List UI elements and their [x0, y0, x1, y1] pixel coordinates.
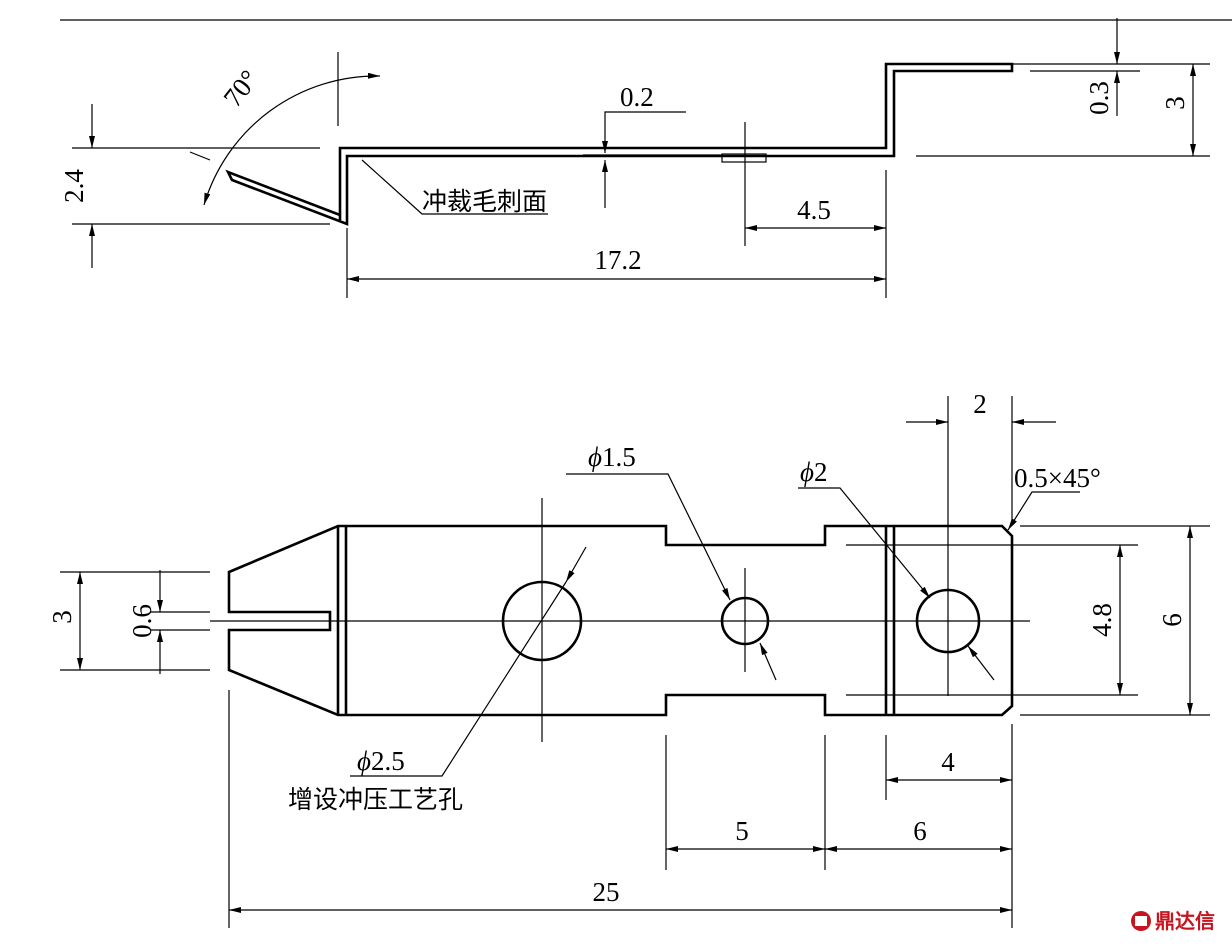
hole-small-label: ϕ2 [800, 457, 827, 487]
hole-large-arrow [565, 546, 587, 583]
dim-3-right-label: 3 [1160, 96, 1190, 110]
dim-3-left-label: 3 [47, 610, 77, 624]
hole-large-label: ϕ2.5 [357, 746, 405, 776]
hole-small-arrow-bottom [967, 645, 995, 681]
burr-note-leader [361, 159, 548, 215]
dim-17.2-label: 17.2 [594, 245, 641, 275]
hole-small-leader [798, 487, 931, 599]
dim-6-right-label: 6 [1157, 613, 1187, 627]
dim-angle-label: 70° [217, 64, 264, 112]
dim-4-label: 4 [941, 747, 955, 777]
chamfer-leader [1007, 491, 1080, 531]
plan-view: 3 0.6 ϕ2.5 增设冲压工艺孔 ϕ1.5 ϕ2 2 0.5×45° 4.8… [47, 389, 1210, 928]
hole-large-leader [350, 581, 567, 777]
side-slot-feature [721, 153, 767, 163]
side-view: 2.4 70° 冲裁毛刺面 0.2 4.5 17.2 0.3 3 [59, 18, 1210, 298]
dim-5-label: 5 [735, 816, 749, 846]
dim-2-label: 2 [973, 389, 987, 419]
logo-mark-glyph [1135, 916, 1147, 926]
dim-6-bottom-label: 6 [913, 816, 927, 846]
chamfer-label: 0.5×45° [1014, 463, 1101, 493]
dim-25-label: 25 [593, 877, 620, 907]
dim-0.3-label: 0.3 [1084, 81, 1114, 115]
logo-text: 鼎达信 [1155, 909, 1215, 933]
logo: 鼎达信 [1131, 909, 1215, 933]
burr-note-label: 冲裁毛刺面 [422, 187, 547, 216]
dim-0.2-label: 0.2 [620, 82, 654, 112]
plan-part-outline [227, 524, 1014, 717]
dim-angle-tick [189, 151, 211, 161]
dim-4.5-label: 4.5 [797, 195, 831, 225]
dim-2.4-label: 2.4 [59, 169, 89, 203]
dim-0.6-label: 0.6 [127, 604, 157, 638]
hole-mid-arrow-bottom [759, 642, 777, 681]
hole-mid-leader [566, 473, 731, 601]
dim-angle-arc [203, 72, 381, 206]
dim-0.2-arrow-top [602, 111, 686, 153]
hole-mid-label: ϕ1.5 [588, 442, 636, 472]
dim-4.8-label: 4.8 [1087, 603, 1117, 637]
hole-note-label: 增设冲压工艺孔 [288, 785, 463, 814]
